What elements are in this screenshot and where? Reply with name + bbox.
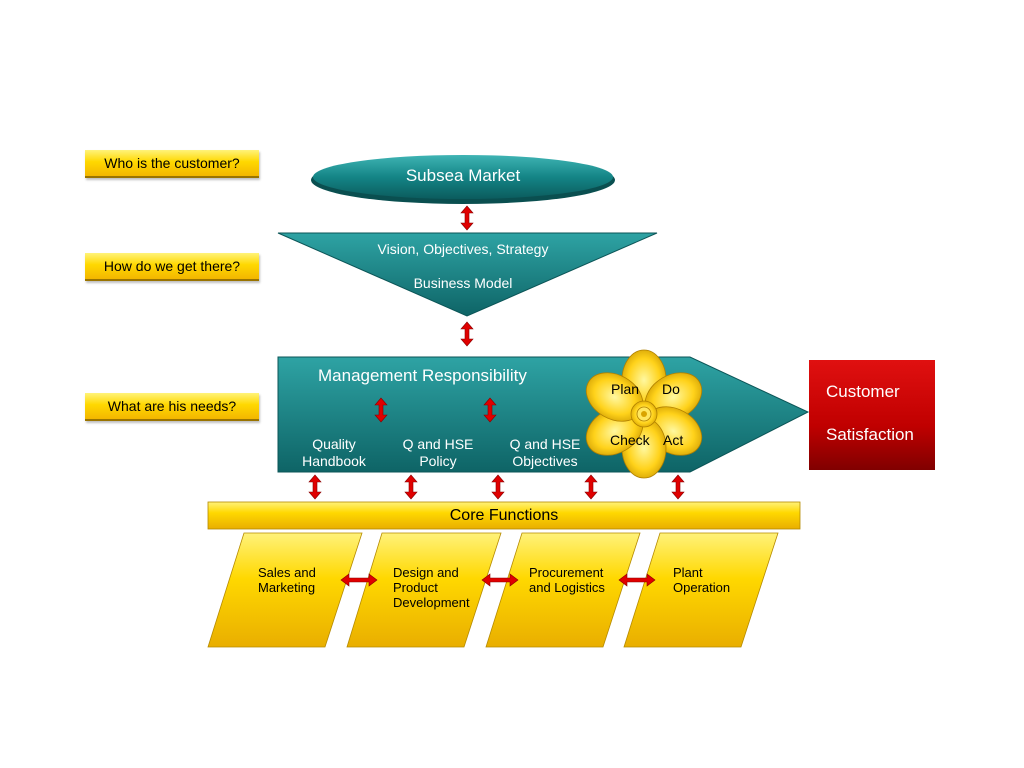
arrow-core-5: [671, 474, 685, 500]
function-line1: Plant: [673, 565, 703, 580]
function-box-sales: [207, 532, 363, 648]
question-customer: Who is the customer?: [85, 150, 259, 178]
strategy-line-1: Vision, Objectives, Strategy: [377, 241, 549, 257]
pdca-check-label: Check: [610, 432, 650, 448]
satisfaction-line-1: Customer: [826, 382, 900, 401]
market-ellipse: [313, 155, 613, 199]
function-line1: Procurement: [529, 565, 604, 580]
pdca-act-label: Act: [663, 432, 684, 448]
mgmt-item-hse-objectives: Q and HSE Objectives: [495, 436, 595, 470]
function-line1: Sales and: [258, 565, 316, 580]
strategy-line-2: Business Model: [413, 275, 513, 291]
function-sales: Sales and Marketing: [258, 565, 316, 595]
mgmt-item-line2: Objectives: [512, 453, 578, 469]
function-line1: Design and: [393, 565, 459, 580]
arrow-procurement-plant: [618, 573, 656, 587]
mgmt-item-line2: Policy: [419, 453, 457, 469]
arrow-sales-design: [340, 573, 378, 587]
pdca-wheel-icon: [585, 349, 703, 479]
mgmt-item-line1: Q and HSE: [509, 436, 581, 452]
arrow-strategy-management: [460, 321, 474, 347]
mgmt-item-quality-handbook: Quality Handbook: [284, 436, 384, 470]
function-line2: and Logistics: [529, 580, 605, 595]
function-line2: Product: [393, 580, 438, 595]
pdca-do-label: Do: [662, 381, 680, 397]
management-title: Management Responsibility: [318, 366, 527, 385]
function-design: Design and Product Development: [393, 565, 470, 610]
arrow-market-strategy: [460, 205, 474, 231]
function-box-plant: [623, 532, 779, 648]
core-functions-title: Core Functions: [449, 507, 559, 524]
function-line2: Marketing: [258, 580, 316, 595]
mgmt-item-line1: Quality: [312, 436, 356, 452]
function-box-procurement: [485, 532, 641, 648]
function-box-design: [346, 532, 502, 648]
satisfaction-box: [809, 360, 935, 470]
strategy-triangle: [277, 232, 658, 317]
function-line3: Development: [393, 595, 470, 610]
market-label: Subsea Market: [405, 166, 521, 185]
question-needs: What are his needs?: [85, 393, 259, 421]
satisfaction-line-2: Satisfaction: [826, 425, 914, 444]
function-line2: Operation: [673, 580, 731, 595]
function-plant: Plant Operation: [673, 565, 730, 595]
mgmt-item-line1: Q and HSE: [402, 436, 474, 452]
function-procurement: Procurement and Logistics: [529, 565, 605, 595]
question-get-there: How do we get there?: [85, 253, 259, 281]
mgmt-item-hse-policy: Q and HSE Policy: [388, 436, 488, 470]
arrow-core-3: [491, 474, 505, 500]
arrow-core-4: [584, 474, 598, 500]
pdca-plan-label: Plan: [611, 381, 640, 397]
core-functions-bar: [207, 501, 801, 530]
arrow-design-procurement: [481, 573, 519, 587]
arrow-core-1: [308, 474, 322, 500]
arrow-core-2: [404, 474, 418, 500]
mgmt-item-line2: Handbook: [302, 453, 366, 469]
